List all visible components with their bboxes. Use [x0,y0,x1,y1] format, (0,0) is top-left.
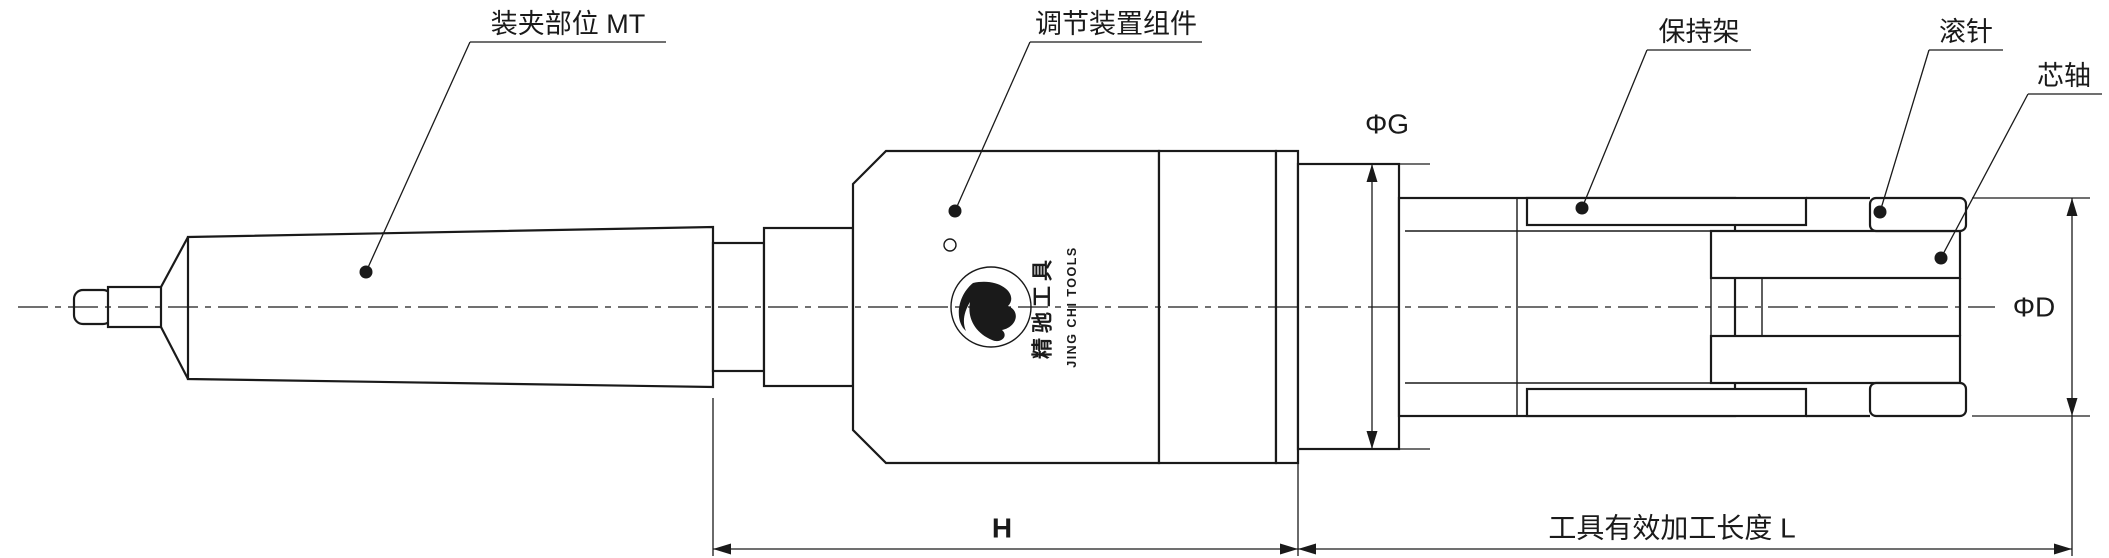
dimension-diameter-g: ΦG [1365,109,1430,450]
dim-arrow-d-up [2066,198,2078,216]
dim-text-h: H [992,513,1012,544]
label-clamping: 装夹部位 MT [491,9,646,39]
dimension-effective-length: 工具有效加工长度 L [1298,513,2072,555]
dim-arrow-g-down [1366,431,1378,449]
label-adjustment: 调节装置组件 [1035,9,1197,39]
dim-text-d: ΦD [2013,292,2056,323]
needle-roller-top [1868,196,1968,233]
dimension-h: H [712,398,1299,556]
shank-flare-bottom [160,326,189,380]
leader-line-roller [1879,49,1930,213]
dim-arrow-h-left [713,543,731,555]
dimension-diameter-d: ΦD [1972,197,2090,556]
label-mandrel: 芯轴 [2037,61,2091,91]
dim-text-effective-length: 工具有效加工长度 L [1548,513,1795,544]
mandrel-section-bottom [1709,334,1962,385]
callout-needle-roller: 滚针 [1873,17,2003,219]
callout-cage: 保持架 [1575,17,1751,215]
leader-line-adjustment [954,41,1031,212]
callout-clamping: 装夹部位 MT [359,9,666,279]
shank-flare-top [160,236,189,288]
dim-arrow-h-right [1280,543,1298,555]
callout-adjustment: 调节装置组件 [948,9,1202,218]
logo-bird-mark [958,281,1016,342]
cage-section-bottom [1525,387,1808,418]
mandrel-section-top [1709,229,1962,280]
dim-arrow-l-left [1298,543,1316,555]
taper-cone [186,225,715,389]
leader-line-cage [1581,49,1648,209]
leader-line-clamping [365,41,471,273]
leader-line-mandrel [1940,93,2029,259]
dim-arrow-l-right [2054,543,2072,555]
label-cage: 保持架 [1659,17,1740,47]
dim-arrow-g-up [1366,164,1378,182]
callout-mandrel: 芯轴 [1934,61,2102,265]
dim-arrow-d-down [2066,398,2078,416]
needle-roller-bottom [1868,381,1968,418]
adjustment-screw-hole [943,238,957,252]
dim-text-g: ΦG [1365,109,1409,140]
cage-section-top [1525,196,1808,227]
label-needle-roller: 滚针 [1939,17,1993,47]
